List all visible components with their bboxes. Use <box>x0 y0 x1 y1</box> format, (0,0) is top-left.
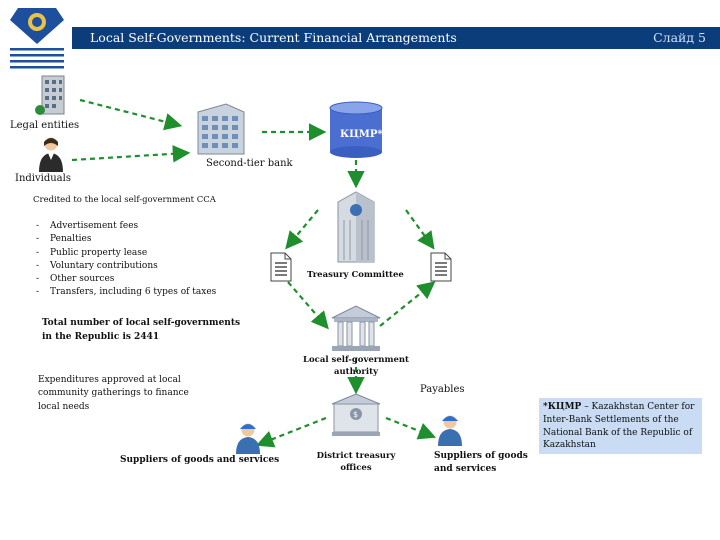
individuals-label: Individuals <box>15 173 71 184</box>
arrow-treasury-to-left-doc <box>285 209 319 250</box>
suppliers-left-label: Suppliers of goods and services <box>120 455 280 465</box>
arrow-left-doc-to-lsg <box>287 281 329 330</box>
credited-heading: Credited to the local self-government CC… <box>33 195 216 205</box>
slide-title: Local Self-Governments: Current Financia… <box>90 30 457 45</box>
document-icon <box>270 252 292 286</box>
arrow-legal-to-bank <box>79 98 183 131</box>
arrow-district-to-right-supplier <box>385 416 437 440</box>
legal-entities-building-icon <box>34 74 66 120</box>
second-tier-bank-building-icon <box>192 100 250 162</box>
treasury-committee-label: Treasury Committee <box>307 270 404 280</box>
total-lsg-text: Total number of local self-governments i… <box>42 318 241 342</box>
list-item: -Public property lease <box>36 247 148 258</box>
footnote-term: *КЦМР <box>543 402 582 412</box>
supplier-worker-icon <box>234 420 262 458</box>
lsg-authority-building-icon <box>330 304 382 356</box>
arrow-treasury-to-right-doc <box>405 209 435 250</box>
legal-entities-label: Legal entities <box>10 120 80 131</box>
arrow-district-to-left-supplier <box>255 416 327 448</box>
suppliers-right-label: Suppliers of goods and services <box>434 451 528 474</box>
expenditures-text: Expenditures approved at local community… <box>38 375 189 412</box>
kcmr-label: КЦМР* <box>340 129 383 140</box>
list-item: -Penalties <box>36 234 92 245</box>
kcmr-database-icon <box>326 100 386 164</box>
list-item: -Transfers, including 6 types of taxes <box>36 287 217 298</box>
district-treasury-building-icon: $ <box>330 392 382 440</box>
arrow-individuals-to-bank <box>71 145 191 163</box>
arrow-lsg-to-right-doc <box>379 281 436 327</box>
list-item: -Other sources <box>36 274 115 285</box>
payables-label: Payables <box>420 384 465 395</box>
kcmr-footnote-box: *КЦМР – Kazakhstan Center for Inter-Bank… <box>539 398 702 454</box>
svg-text:$: $ <box>353 410 358 419</box>
document-icon <box>430 252 452 286</box>
emblem-logo <box>4 4 70 74</box>
slide-number: Слайд 5 <box>653 30 706 45</box>
list-item: -Advertisement fees <box>36 221 139 231</box>
second-tier-bank-label: Second-tier bank <box>206 158 293 169</box>
lsg-authority-label: Local self-government authority <box>303 355 409 377</box>
supplier-worker-icon <box>436 412 464 450</box>
footnote-text: – Kazakhstan Center for Inter-Bank Settl… <box>543 402 695 451</box>
district-treasury-label: District treasury offices <box>316 451 396 473</box>
list-item: -Voluntary contributions <box>36 260 158 271</box>
header-bar: Local Self-Governments: Current Financia… <box>72 27 720 49</box>
individual-person-icon <box>36 136 66 176</box>
treasury-committee-tower-icon <box>328 188 384 268</box>
revenue-list: -Advertisement fees -Penalties -Public p… <box>36 220 216 300</box>
